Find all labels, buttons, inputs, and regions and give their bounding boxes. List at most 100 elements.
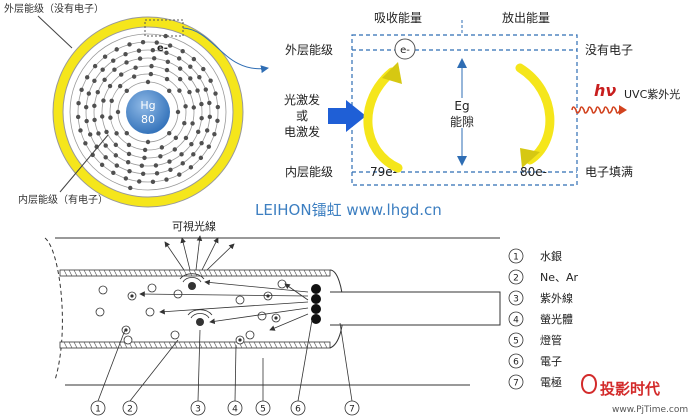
pjtime-logo: 投影时代 www.PjTime.com: [580, 374, 688, 415]
hatch-line: [163, 269, 168, 277]
callout-number: 5: [260, 405, 266, 415]
outer-caption-leader: [37, 15, 73, 49]
uv-ripple-top-2: [179, 273, 205, 280]
hatch-line: [278, 341, 283, 349]
hatch-line: [308, 269, 313, 277]
orbit-electron: [172, 147, 177, 152]
legend-number: 5: [513, 337, 519, 347]
orbit-electron: [99, 162, 105, 168]
orbit-electron: [84, 118, 89, 124]
hatch-line: [188, 341, 193, 349]
hatch-line: [323, 341, 328, 349]
electron-badge-label: e-: [400, 45, 410, 56]
orbit-electron: [114, 47, 119, 52]
electron-badge: [394, 38, 416, 60]
orbit-electron: [198, 155, 204, 161]
callout-leader: [234, 344, 237, 402]
hatch-line: [223, 269, 228, 277]
hatch-line: [308, 341, 313, 349]
legend-number-circle: [508, 353, 524, 369]
hatch-line: [208, 341, 213, 349]
mercury-core: [274, 316, 278, 320]
hatch-line: [113, 341, 118, 349]
orbit-electron: [119, 72, 124, 77]
mercury-core: [130, 294, 134, 298]
orbit-electron: [164, 76, 170, 82]
hatch-line: [183, 341, 188, 349]
legend-number-circle: [508, 332, 524, 348]
hatch-line: [258, 269, 263, 277]
excite-label-3: 电激发: [284, 124, 320, 139]
orbit-electron: [175, 109, 181, 115]
hatch-line: [218, 269, 223, 277]
coil-loop: [311, 314, 321, 324]
count-79-label: 79e-: [370, 165, 397, 179]
legend-number-circle: [508, 248, 524, 264]
orbit-ring: [85, 49, 211, 175]
particle: [98, 285, 108, 295]
hatch-line: [68, 269, 73, 277]
orbit-electron: [159, 145, 165, 150]
particle: [277, 279, 287, 289]
hatch-line: [288, 341, 293, 349]
hatch-line: [238, 269, 243, 277]
gap-arrow-top: [457, 58, 467, 68]
orbit-electron: [102, 77, 107, 83]
orbit-electron: [113, 153, 119, 158]
orbit-electron: [173, 135, 179, 141]
hatch-line: [128, 269, 133, 277]
orbit-electron: [150, 179, 156, 185]
orbit-electron: [149, 63, 154, 69]
callout-number: 2: [127, 405, 133, 415]
energy-level-diagram: 吸收能量 放出能量 外层能级 内层能级 没有电子 电子填满 e- 光激发 或 电…: [284, 10, 680, 186]
watermark-text: LEIHON镭虹 www.lhgd.cn: [255, 201, 442, 219]
hatch-line: [123, 269, 128, 277]
hatch-line: [73, 341, 78, 349]
orbit-electron: [139, 163, 145, 168]
orbit-electron: [140, 171, 146, 177]
visible-ray-3: [195, 235, 203, 271]
orbit-electron: [182, 121, 187, 126]
inner-level-caption: 内层能级（有电子）: [18, 193, 108, 206]
hatch-line: [278, 269, 283, 277]
callout-circle: [227, 400, 243, 416]
uv-source-bottom: [196, 318, 204, 326]
absorb-curve-arrow: [363, 67, 403, 173]
logo-mark-icon: [580, 374, 598, 394]
zoom-connector: [182, 27, 269, 74]
orbit-electron: [168, 167, 173, 172]
orbit-electron: [124, 60, 129, 65]
orbit-electron: [137, 179, 142, 184]
orbit-electron: [114, 163, 120, 168]
orbit-electron: [188, 76, 193, 81]
eg-label: Eg: [454, 99, 469, 113]
callout-leader: [339, 322, 353, 402]
callout-circle: [122, 400, 138, 416]
electrode-coil: [311, 284, 321, 324]
hatch-line: [203, 341, 208, 349]
nucleus-symbol: Hg: [140, 99, 155, 112]
hatch-line: [118, 341, 123, 349]
orbit-electron: [188, 64, 193, 69]
orbit-electron: [103, 155, 108, 160]
callout-number: 1: [95, 405, 101, 415]
legend-number: 1: [513, 253, 519, 263]
hatch-line: [173, 269, 178, 277]
emit-energy-label: 放出能量: [502, 10, 550, 25]
hatch-line: [218, 341, 223, 349]
hatch-line: [183, 269, 188, 277]
legend-label: 水銀: [540, 249, 562, 263]
orbit-electron: [107, 83, 113, 89]
callout-circle: [190, 400, 206, 416]
uv-source-top: [188, 282, 196, 290]
hatch-line: [208, 269, 213, 277]
hatch-line: [93, 341, 98, 349]
callout-leader: [129, 339, 179, 402]
hatch-line: [123, 341, 128, 349]
hatch-line: [233, 269, 238, 277]
orbit-electron: [136, 48, 142, 53]
orbit-electron: [124, 88, 129, 93]
orbit-electron: [145, 79, 151, 85]
hatch-line: [153, 341, 158, 349]
hatch-line: [83, 269, 88, 277]
